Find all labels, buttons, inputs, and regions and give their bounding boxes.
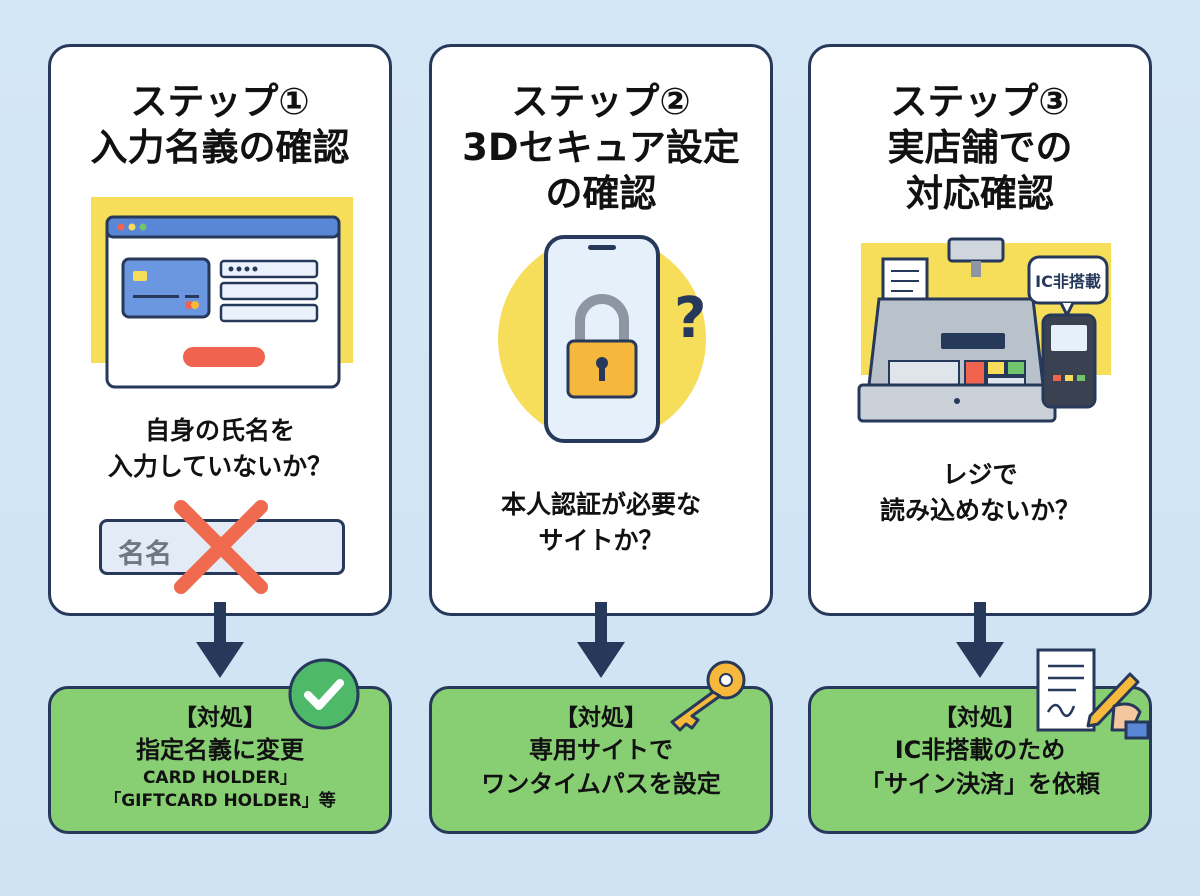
result-heading: 【対処】 bbox=[934, 705, 1026, 731]
step-1-question-line: 自身の氏名を bbox=[144, 416, 295, 445]
step-2-result: 【対処】 専用サイトで ワンタイムパスを設定 bbox=[429, 686, 773, 834]
result-line: IC非搭載のため bbox=[894, 736, 1066, 764]
step-2-card: ステップ② 3Dセキュア設定 の確認 ? 本人認証が必要な サイトか？ bbox=[429, 44, 773, 616]
payment-form-illustration bbox=[91, 197, 353, 389]
result-line: 指定名義に変更 bbox=[136, 736, 304, 764]
cross-mark-icon bbox=[174, 500, 268, 594]
step-1-question: 自身の氏名を 入力していないか？ bbox=[51, 413, 389, 485]
step-1-question-line: 入力していないか？ bbox=[107, 452, 333, 481]
step-2-question-line: 本人認証が必要な bbox=[500, 490, 701, 519]
step-1-title-line: ステップ① bbox=[130, 80, 310, 123]
result-heading: 【対処】 bbox=[174, 705, 266, 731]
name-input-text: 名名 bbox=[118, 539, 172, 570]
svg-text:?: ? bbox=[674, 286, 706, 351]
down-arrow-icon bbox=[196, 602, 244, 678]
step-1-title: ステップ① 入力名義の確認 bbox=[51, 79, 389, 171]
step-1-card: ステップ① 入力名義の確認 自身の氏名を 入力していないか？ 名名 bbox=[48, 44, 392, 616]
result-note: 「GIFTCARD HOLDER」等 bbox=[104, 791, 336, 811]
down-arrow-icon bbox=[956, 602, 1004, 678]
key-icon bbox=[670, 660, 746, 732]
step-2-title-line: 3Dセキュア設定 bbox=[462, 126, 740, 169]
name-input-example: 名名 bbox=[99, 519, 345, 575]
step-3-question: レジで 読み込めないか？ bbox=[811, 457, 1149, 529]
result-line: 「サイン決済」を依頼 bbox=[860, 770, 1100, 798]
down-arrow-icon bbox=[577, 602, 625, 678]
smartphone-lock-illustration: ? bbox=[498, 235, 706, 443]
step-1-title-line: 入力名義の確認 bbox=[90, 126, 350, 169]
step-3-question-line: レジで bbox=[942, 460, 1018, 489]
check-circle-icon bbox=[288, 658, 360, 730]
step-3-card: ステップ③ 実店舗での 対応確認 IC非搭載 レジで 読み込めないか？ bbox=[808, 44, 1152, 616]
step-2-title-line: の確認 bbox=[545, 172, 657, 215]
step-2-title-line: ステップ② bbox=[511, 80, 691, 123]
result-line: ワンタイムパスを設定 bbox=[481, 770, 721, 798]
cash-register-illustration: IC非搭載 bbox=[857, 237, 1111, 423]
step-2-question: 本人認証が必要な サイトか？ bbox=[432, 487, 770, 559]
step-2-question-line: サイトか？ bbox=[538, 526, 664, 555]
signature-pen-icon bbox=[1036, 648, 1150, 740]
result-heading: 【対処】 bbox=[555, 705, 647, 731]
result-note: CARD HOLDER」 bbox=[142, 768, 298, 788]
step-3-question-line: 読み込めないか？ bbox=[879, 496, 1080, 525]
ic-speech-label: IC非搭載 bbox=[1035, 272, 1101, 291]
step-2-title: ステップ② 3Dセキュア設定 の確認 bbox=[432, 79, 770, 217]
step-3-title-line: 対応確認 bbox=[906, 172, 1054, 215]
step-3-title-line: ステップ③ bbox=[890, 80, 1070, 123]
step-3-title-line: 実店舗での bbox=[887, 126, 1073, 169]
result-line: 専用サイトで bbox=[529, 736, 673, 764]
step-3-title: ステップ③ 実店舗での 対応確認 bbox=[811, 79, 1149, 217]
